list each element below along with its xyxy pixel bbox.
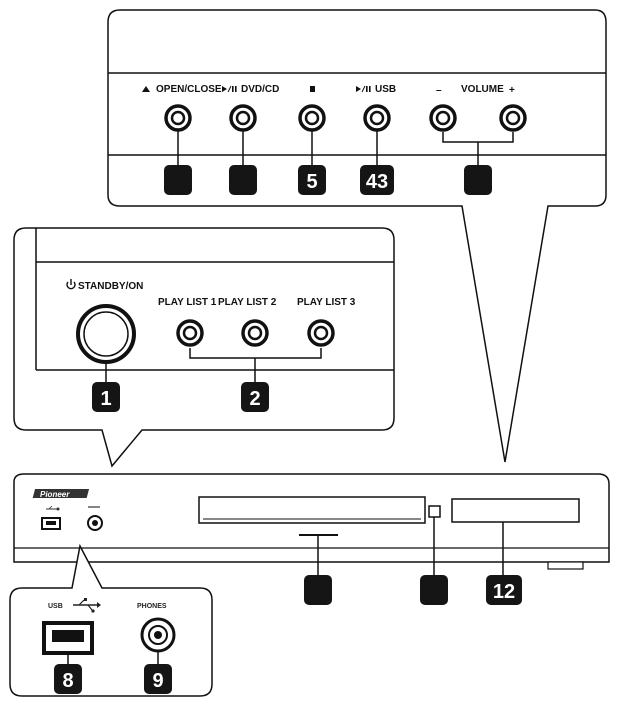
open-close-label: OPEN/CLOSE — [156, 84, 222, 95]
badge-usb-port — [54, 664, 82, 694]
volume-plus-label: + — [509, 85, 515, 96]
badge-volume — [464, 165, 492, 195]
badge-display-text: 12 — [493, 581, 515, 603]
brand-text: Pioneer — [40, 490, 70, 499]
eject-icon — [142, 86, 150, 92]
front-display — [451, 498, 580, 523]
stop-button[interactable] — [298, 104, 326, 132]
badge-dvd-cd — [229, 165, 257, 195]
phones-label: PHONES — [137, 603, 167, 610]
usb-label: USB — [48, 603, 63, 610]
standby-on-button[interactable] — [76, 304, 136, 364]
usb-symbol-small — [46, 505, 60, 511]
pioneer-logo: Pioneer — [32, 489, 90, 499]
play-list-1-button[interactable] — [176, 319, 204, 347]
badge-usb-play-text: 43 — [366, 171, 388, 193]
badge-open-close — [164, 165, 192, 195]
badge-stop-text: 5 — [306, 171, 317, 193]
top-panel-callout: OPEN/CLOSE DVD/CD USB – VOLUME + — [107, 9, 607, 463]
badge-usb-play — [360, 165, 394, 195]
usb-port[interactable] — [42, 621, 94, 655]
badge-remote-sensor — [420, 575, 448, 605]
standby-on-label: STANDBY/ON — [78, 281, 143, 292]
badge-play-lists-text: 2 — [249, 388, 260, 410]
ports-panel-callout: USB PHONES 8 9 — [9, 543, 213, 697]
badge-stop — [298, 165, 326, 195]
badge-usb-port-text: 8 — [62, 670, 73, 692]
volume-plus-button[interactable] — [499, 104, 527, 132]
pause-icon — [232, 86, 234, 92]
play-list-3-label: PLAY LIST 3 — [297, 297, 356, 308]
stop-icon — [310, 86, 315, 92]
badge-play-lists — [241, 382, 269, 412]
volume-minus-label: – — [436, 85, 442, 96]
badge-standby-text: 1 — [100, 388, 111, 410]
player-foot — [547, 561, 584, 570]
badge-phones-jack-text: 9 — [152, 670, 163, 692]
phones-jack-small[interactable] — [87, 515, 103, 531]
badge-display — [486, 575, 522, 605]
remote-sensor — [428, 505, 441, 518]
badge-disc-tray — [304, 575, 332, 605]
play-list-2-label: PLAY LIST 2 — [218, 297, 277, 308]
open-close-button[interactable] — [164, 104, 192, 132]
badge-phones-jack — [144, 664, 172, 694]
dvd-player-front: Pioneer 12 — [13, 473, 610, 605]
power-icon — [66, 279, 76, 290]
phones-jack[interactable] — [140, 617, 176, 653]
standby-panel-callout: STANDBY/ON PLAY LIST 1 PLAY LIST 2 PLAY … — [13, 227, 395, 468]
usb-play-pause-button[interactable] — [363, 104, 391, 132]
dvd-cd-label: DVD/CD — [241, 84, 279, 95]
play-icon — [222, 86, 227, 92]
badge-standby — [92, 382, 120, 412]
volume-minus-button[interactable] — [429, 104, 457, 132]
usb-play-label: USB — [375, 84, 396, 95]
play-list-3-button[interactable] — [307, 319, 335, 347]
dvd-cd-play-pause-button[interactable] — [229, 104, 257, 132]
usb-symbol-icon — [73, 598, 101, 613]
volume-label: VOLUME — [461, 84, 504, 95]
usb-play-icon — [356, 86, 361, 92]
play-list-2-button[interactable] — [241, 319, 269, 347]
play-list-1-label: PLAY LIST 1 — [158, 297, 217, 308]
